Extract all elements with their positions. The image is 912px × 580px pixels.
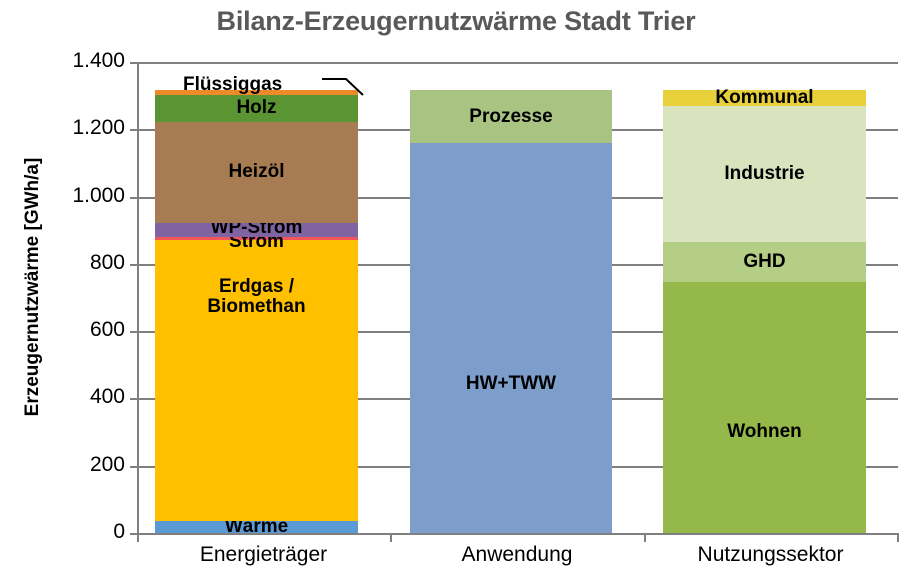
bar-segment-kommunal[interactable]: Kommunal [663, 86, 866, 108]
y-tick-label-800: 800 [89, 250, 125, 274]
y-axis-tick-labels: 0 200 400 600 800 1.000 1.200 1.400 [0, 49, 130, 543]
bar-segment-w-rme[interactable]: Wärme [155, 517, 358, 537]
x-label-energietraeger: Energieträger [199, 543, 328, 566]
bar-segment-label: GHD [743, 250, 786, 272]
callout-leader-line [322, 78, 364, 96]
bar-segment-heiz-l[interactable]: Heizöl [155, 121, 358, 223]
callout-label-fluessiggas: Flüssiggas [183, 74, 283, 95]
bar-segment-label: Kommunal [715, 86, 814, 108]
y-tick-label-0: 0 [113, 520, 125, 543]
bar-segment-holz[interactable]: Holz [155, 94, 358, 122]
x-label-anwendung: Anwendung [461, 543, 573, 566]
bar-segment-wp-strom[interactable]: WP-Strom [155, 217, 358, 237]
y-tick-mark-0 [130, 533, 137, 535]
y-axis-line [130, 62, 139, 535]
x-tick-left [137, 533, 139, 542]
bar-segment-fl-ssiggas[interactable] [155, 89, 358, 95]
y-tick-mark-1000 [130, 196, 137, 199]
y-tick-label-200: 200 [89, 452, 125, 476]
x-tick-1 [390, 533, 392, 542]
bar-segment-label: Wohnen [727, 421, 802, 443]
x-axis-line [137, 533, 898, 535]
bar-segment-label: Heizöl [228, 161, 285, 183]
bar-segment-industrie[interactable]: Industrie [663, 105, 866, 242]
y-tick-mark-400 [130, 398, 137, 401]
x-tick-2 [644, 533, 646, 542]
y-tick-label-1000: 1.000 [72, 183, 125, 207]
bar-segment-ghd[interactable]: GHD [663, 242, 866, 282]
y-tick-mark-200 [130, 465, 137, 468]
y-tick-mark-1200 [130, 129, 137, 132]
y-tick-label-400: 400 [89, 385, 125, 409]
bar-segment-hw-tww[interactable]: HW+TWW [410, 143, 612, 533]
y-tick-label-1200: 1.200 [72, 116, 125, 140]
bar-segment-label: Holz [236, 97, 277, 119]
bar-segment-strom[interactable]: Strom [155, 231, 358, 251]
bar-segment-label: Erdgas /Biomethan [207, 276, 306, 318]
bar-segment-erdgas-biomethan[interactable]: Erdgas /Biomethan [155, 240, 358, 522]
gridline-1400 [137, 62, 898, 64]
x-label-nutzungssektor: Nutzungssektor [697, 543, 844, 566]
y-tick-mark-1400 [130, 62, 137, 64]
bar-nutzungssektor[interactable]: Wohnen GHD Industrie Kommunal [663, 86, 866, 533]
x-tick-right [897, 533, 899, 542]
bar-segment-label: Industrie [724, 162, 805, 184]
y-tick-label-1400: 1.400 [72, 49, 125, 72]
chart-title: Bilanz-Erzeugernutzwärme Stadt Trier [216, 6, 696, 36]
bar-segment-prozesse[interactable]: Prozesse [410, 89, 612, 144]
y-tick-mark-800 [130, 263, 137, 266]
y-tick-mark-600 [130, 331, 137, 334]
y-tick-label-600: 600 [89, 318, 125, 342]
bar-segment-label: HW+TWW [465, 373, 557, 395]
bar-anwendung[interactable]: HW+TWW Prozesse [410, 89, 612, 533]
bar-segment-wohnen[interactable]: Wohnen [663, 281, 866, 533]
bar-segment-label: Prozesse [469, 105, 553, 127]
x-axis-tick-labels: Energieträger Anwendung Nutzungssektor [137, 543, 898, 575]
